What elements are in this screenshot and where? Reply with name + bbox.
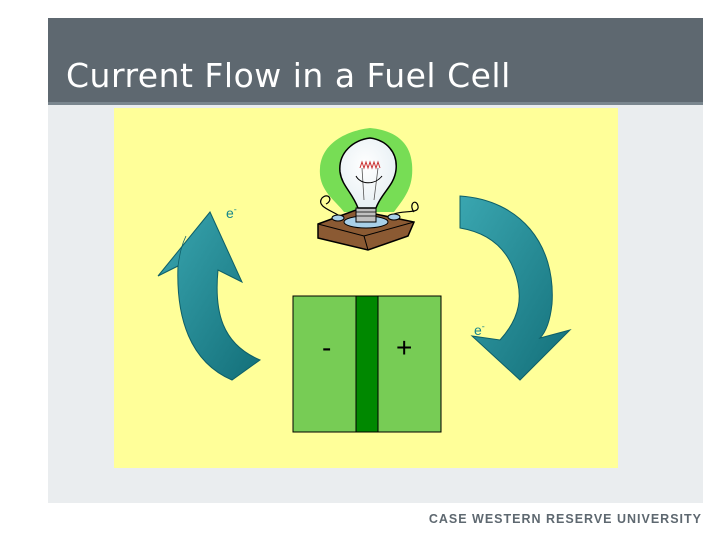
cathode-sign: + xyxy=(396,332,413,363)
bulb-glass xyxy=(339,137,397,209)
fuel-cell xyxy=(292,295,442,433)
electron-symbol: e xyxy=(226,205,234,221)
electron-label-left: e- xyxy=(226,204,237,221)
slide-title: Current Flow in a Fuel Cell xyxy=(66,56,511,95)
electrolyte-membrane xyxy=(355,295,379,433)
electron-symbol: e xyxy=(474,322,482,338)
circular-arrow-icon-left xyxy=(157,211,262,381)
anode-sign: - xyxy=(322,332,332,363)
circular-arrow-icon-right xyxy=(459,195,572,381)
cathode-electrode xyxy=(377,295,442,433)
electron-charge: - xyxy=(481,321,485,332)
electron-label-right: e- xyxy=(474,321,485,338)
electron-charge: - xyxy=(233,204,237,215)
university-logo: CASE WESTERN RESERVE UNIVERSITY xyxy=(428,512,702,526)
light-bulb-icon xyxy=(317,128,419,251)
anode-electrode xyxy=(292,295,357,433)
title-bar xyxy=(48,18,703,104)
title-underline xyxy=(48,102,703,105)
